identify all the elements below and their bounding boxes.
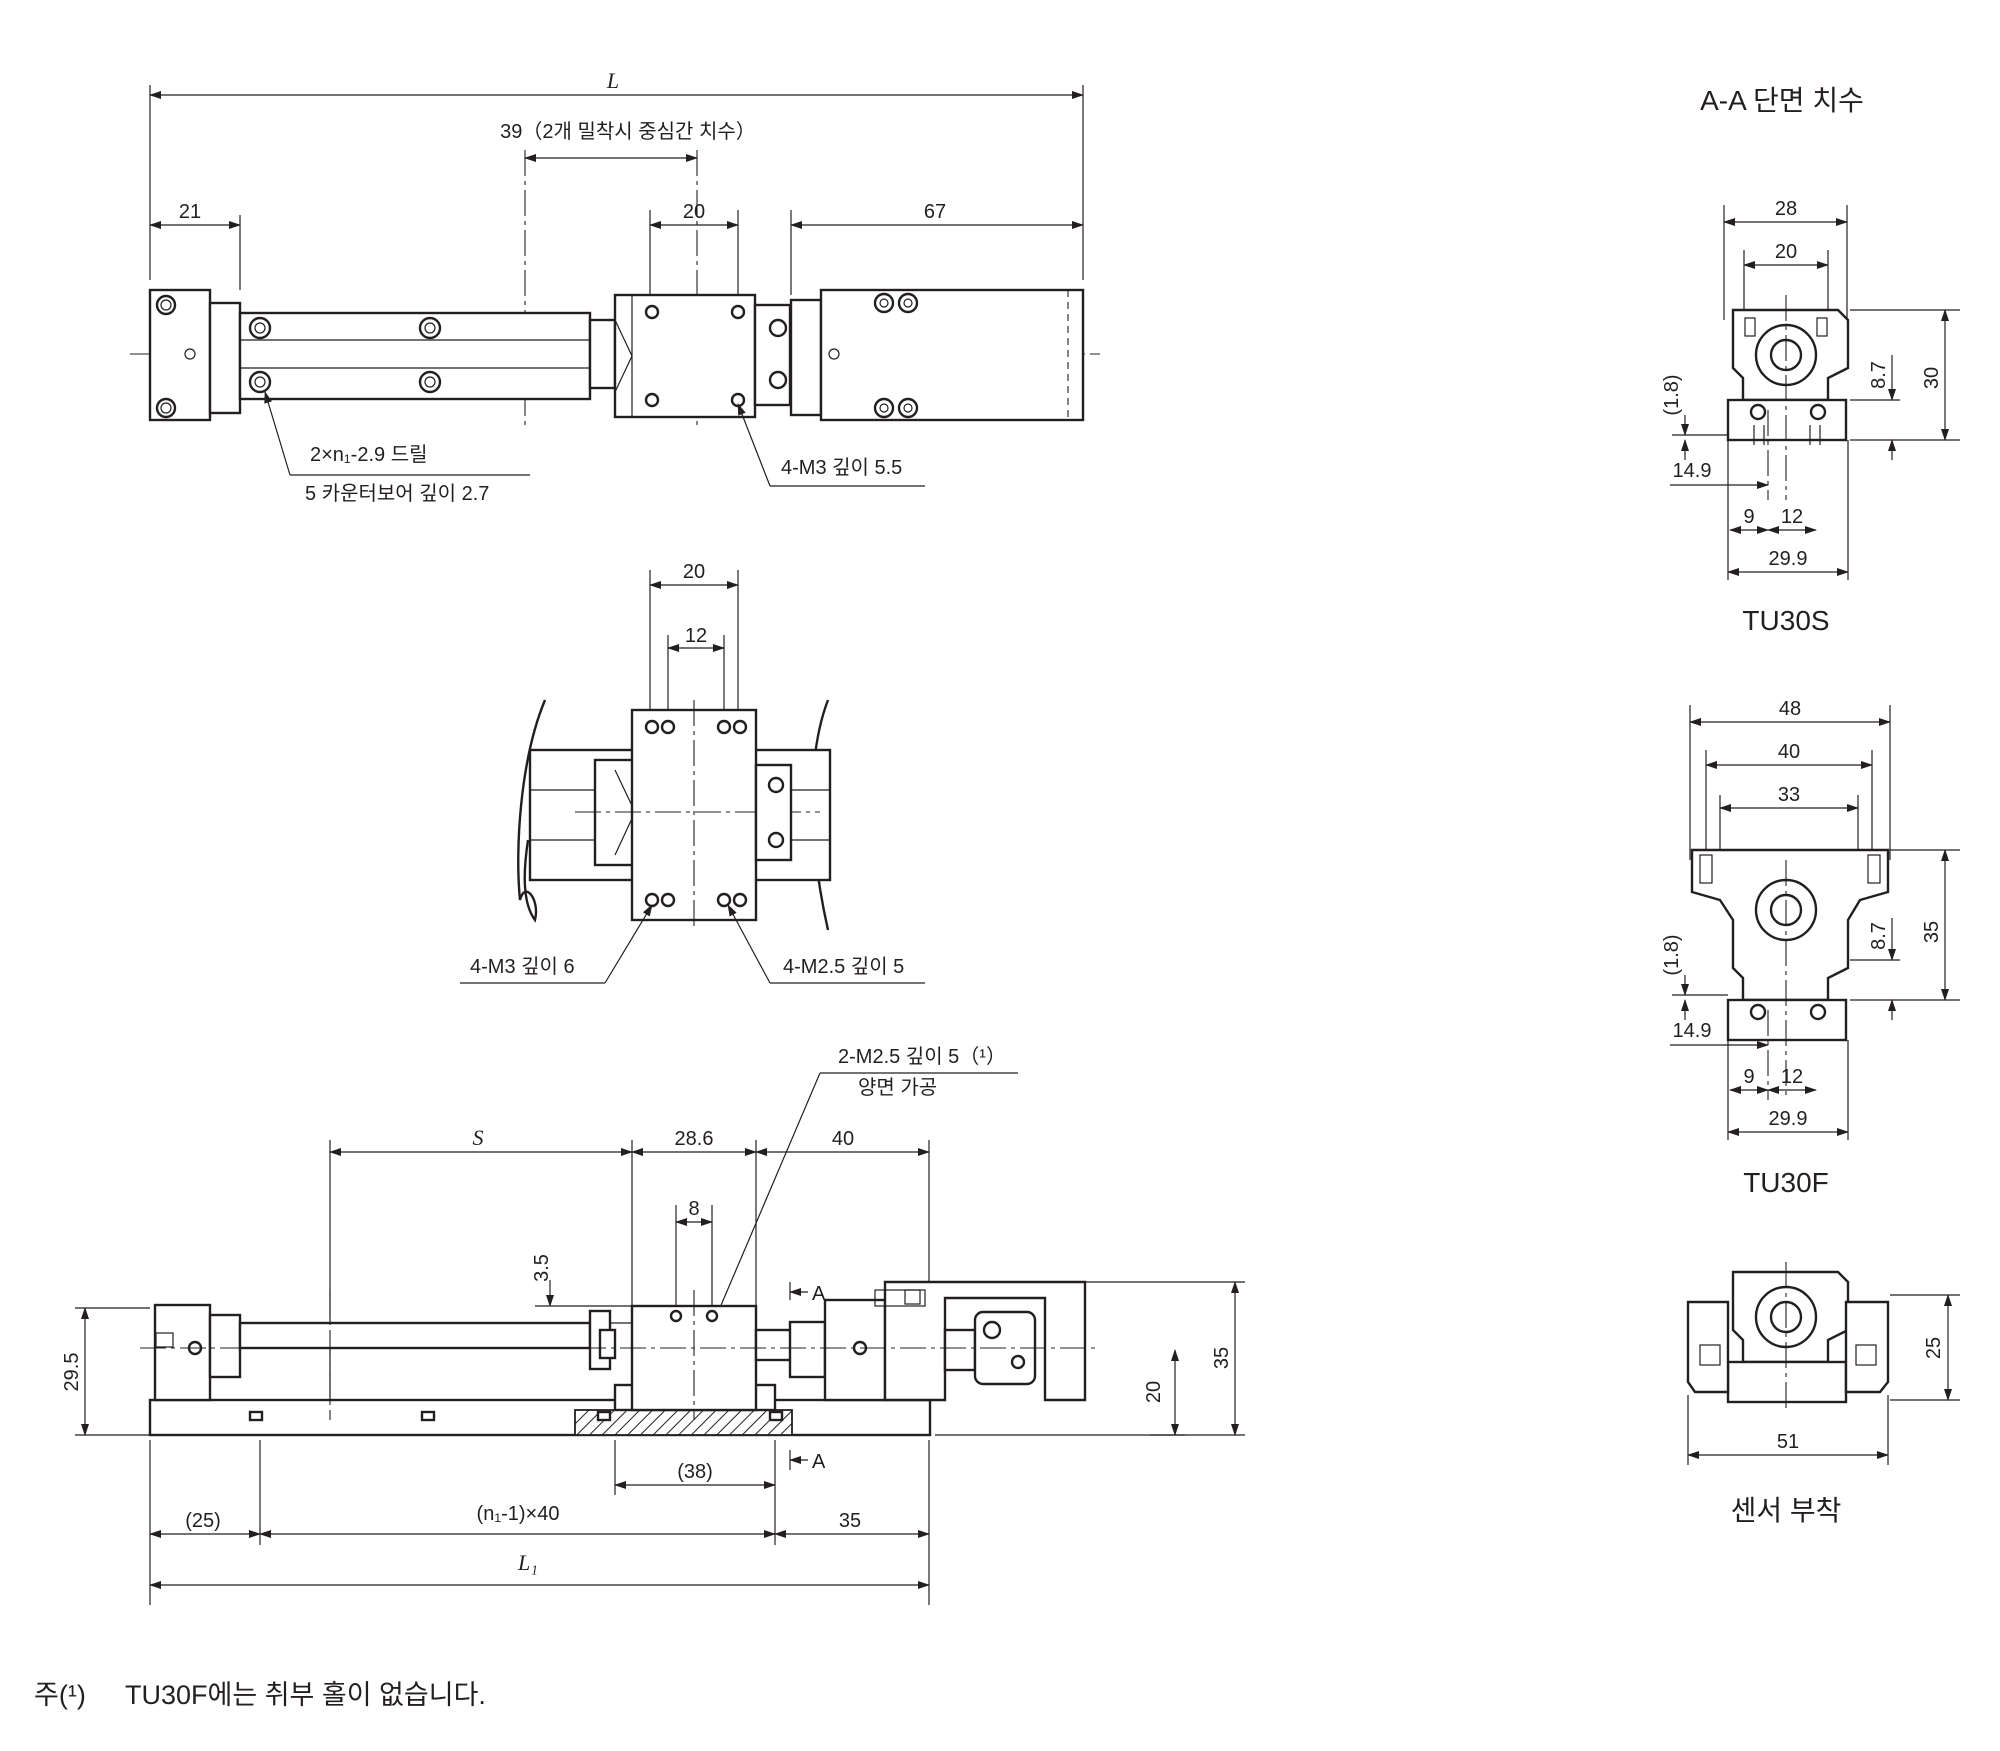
dim-40: 40	[832, 1128, 854, 1150]
section-tu30s: 28 20 30 8.7 (1.8) 14.9 9	[1661, 198, 1960, 636]
s-dim-30: 30	[1921, 367, 1943, 389]
f-dim-35: 35	[1921, 921, 1943, 943]
dim-8: 8	[688, 1198, 699, 1220]
top-view: L 39（2개 밀착시 중심간 치수） 21 20 67	[130, 68, 1100, 505]
f-dim-1-8: (1.8)	[1661, 934, 1683, 975]
f-dim-48: 48	[1779, 698, 1801, 720]
dim-12-slider: 12	[685, 625, 707, 647]
dim-S: S	[473, 1125, 484, 1150]
f-dim-9: 9	[1743, 1066, 1754, 1088]
base-rail-side	[148, 1398, 932, 1437]
f-dim-8-7: 8.7	[1868, 922, 1890, 950]
s-dim-28: 28	[1775, 198, 1797, 220]
section-mark-a-top: A	[812, 1283, 826, 1305]
rail-top	[238, 311, 592, 401]
dim-35-bottom: 35	[839, 1510, 861, 1532]
f-dim-29-9: 29.9	[1769, 1108, 1808, 1130]
sensor-dim-25: 25	[1923, 1337, 1945, 1359]
dim-20-slider: 20	[683, 561, 705, 583]
s-dim-14-9: 14.9	[1673, 460, 1712, 482]
callout-drill-1: 2×n₁-2.9 드릴	[310, 443, 428, 466]
s-dim-20: 20	[1775, 241, 1797, 263]
slider-block-top	[613, 293, 757, 419]
motor-bracket-side	[883, 1280, 1087, 1402]
section-mark-a-bottom: A	[812, 1451, 826, 1473]
footnote-mark: 주(¹)	[34, 1680, 86, 1710]
sensor-dim-51: 51	[1777, 1431, 1799, 1453]
f-dim-14-9: 14.9	[1673, 1020, 1712, 1042]
footnote-text: TU30F에는 취부 홀이 없습니다.	[125, 1680, 486, 1710]
dim-28-6: 28.6	[675, 1128, 714, 1150]
slider-detail-view: 20 12 4-M3 깊이 6 4-M2.5 깊이 5	[460, 561, 925, 984]
motor-top	[819, 288, 1085, 422]
section-title: A-A 단면 치수	[1700, 85, 1864, 116]
dim-20-side: 20	[1143, 1381, 1165, 1403]
s-dim-9: 9	[1743, 506, 1754, 528]
s-dim-8-7: 8.7	[1868, 361, 1890, 389]
dim-67: 67	[924, 201, 946, 223]
dim-35-height: 35	[1211, 1347, 1233, 1369]
dim-29-5: 29.5	[61, 1353, 83, 1392]
callout-m3-top: 4-M3 깊이 5.5	[781, 456, 902, 479]
label-tu30s: TU30S	[1742, 605, 1829, 636]
callout-m25-side-2: 양면 가공	[858, 1076, 937, 1099]
side-view: 2-M2.5 깊이 5（¹） 양면 가공 S 28.6 40 8 3.5 29.…	[61, 1045, 1245, 1605]
left-end-side	[153, 1303, 212, 1402]
dim-39: 39（2개 밀착시 중심간 치수）	[500, 120, 756, 143]
section-sensor: 25 51 센서 부착	[1686, 1262, 1960, 1526]
f-dim-12: 12	[1781, 1066, 1803, 1088]
callout-m3-detail: 4-M3 깊이 6	[470, 955, 575, 978]
f-dim-33: 33	[1778, 784, 1800, 806]
s-dim-1-8: (1.8)	[1661, 374, 1683, 415]
label-sensor: 센서 부착	[1731, 1495, 1842, 1526]
dim-n1-x40: (n₁-1)×40	[477, 1503, 560, 1525]
dim-25: (25)	[185, 1510, 221, 1532]
dim-L: L	[606, 68, 619, 93]
s-dim-29-9: 29.9	[1769, 548, 1808, 570]
section-tu30f: 48 40 33 35 8.7 (1.8) 14.9 9	[1661, 698, 1960, 1198]
dim-21: 21	[179, 201, 201, 223]
label-tu30f: TU30F	[1743, 1167, 1829, 1198]
dim-L1: L₁	[517, 1550, 538, 1575]
dim-38: (38)	[677, 1461, 713, 1483]
dim-20-top: 20	[683, 201, 705, 223]
dim-3-5: 3.5	[531, 1254, 553, 1282]
callout-m25-side-1: 2-M2.5 깊이 5（¹）	[838, 1045, 1006, 1068]
callout-m25-detail: 4-M2.5 깊이 5	[783, 955, 904, 978]
callout-drill-2: 5 카운터보어 깊이 2.7	[305, 482, 489, 505]
f-dim-40: 40	[1778, 741, 1800, 763]
s-dim-12: 12	[1781, 506, 1803, 528]
